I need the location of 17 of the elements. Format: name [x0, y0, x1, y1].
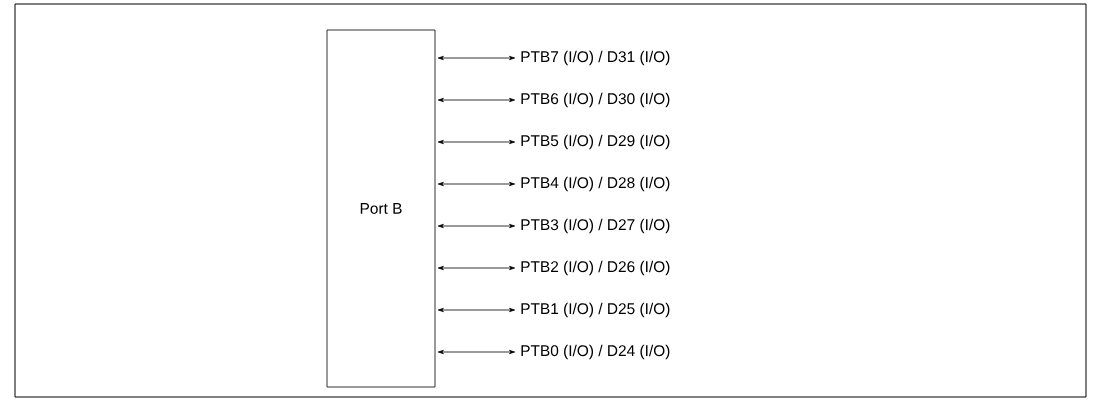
double-arrow	[437, 181, 516, 187]
pin-label: PTB7 (I/O) / D31 (I/O)	[521, 50, 670, 66]
double-arrow	[437, 55, 516, 61]
pin-label: PTB1 (I/O) / D25 (I/O)	[521, 302, 670, 318]
port-box: Port B	[326, 29, 436, 388]
pin-label: PTB4 (I/O) / D28 (I/O)	[521, 176, 670, 192]
pin-label: PTB0 (I/O) / D24 (I/O)	[521, 344, 670, 360]
double-arrow	[437, 307, 516, 313]
pin-label: PTB3 (I/O) / D27 (I/O)	[521, 218, 670, 234]
pin-label: PTB6 (I/O) / D30 (I/O)	[521, 92, 670, 108]
double-arrow	[437, 139, 516, 145]
double-arrow	[437, 223, 516, 229]
double-arrow	[437, 349, 516, 355]
pin-label: PTB2 (I/O) / D26 (I/O)	[521, 260, 670, 276]
double-arrow	[437, 265, 516, 271]
pin-label: PTB5 (I/O) / D29 (I/O)	[521, 134, 670, 150]
double-arrow	[437, 97, 516, 103]
